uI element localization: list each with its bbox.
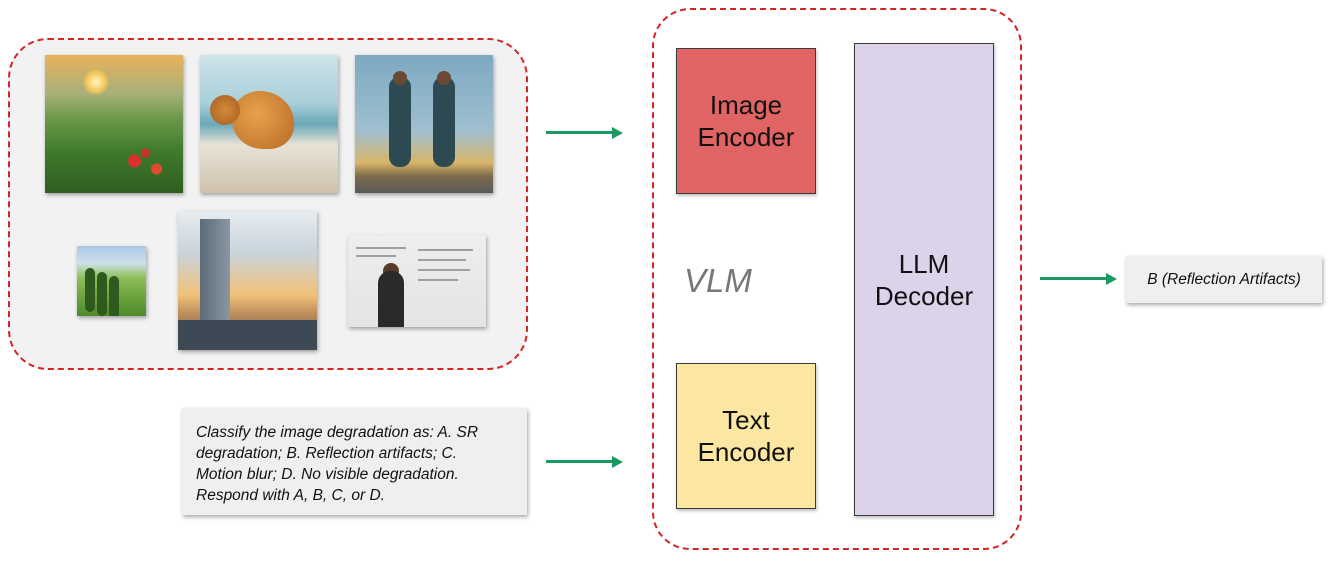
text-encoder-label-1: Text [722,405,770,435]
image-city-skyscraper-window [178,211,317,350]
text-prompt-box: Classify the image degradation as: A. SR… [182,408,527,515]
prompt-line-4: Respond with A, B, C, or D. [196,487,385,504]
vlm-label: VLM [684,262,752,299]
llm-decoder-block: LLM Decoder [854,43,994,516]
image-whiteboard-presenter [348,235,486,327]
image-tuscan-village [77,246,146,316]
image-encoder-block: Image Encoder [676,48,816,194]
image-runners-sunset [355,55,493,193]
prompt-line-3: Motion blur; D. No visible degradation. [196,466,459,483]
arrow-prompt-to-vlm-head [612,455,623,468]
arrow-images-to-vlm-head [612,126,623,139]
output-answer-box: B (Reflection Artifacts) [1126,256,1322,303]
image-landscape-sunset [45,55,183,193]
image-golden-retriever-beach [200,55,338,193]
arrow-vlm-to-output [1040,277,1108,280]
llm-decoder-label-1: LLM [898,248,950,279]
arrow-images-to-vlm [546,131,614,134]
image-encoder-label-2: Encoder [697,122,795,152]
prompt-line-1: Classify the image degradation as: A. SR [196,424,479,441]
llm-decoder-label-2: Decoder [874,280,974,311]
output-answer-text: B (Reflection Artifacts) [1147,270,1301,288]
image-encoder-label-1: Image [709,90,783,120]
arrow-prompt-to-vlm [546,460,614,463]
arrow-vlm-to-output-head [1106,272,1117,285]
prompt-line-2: degradation; B. Reflection artifacts; C. [196,445,458,462]
text-encoder-block: Text Encoder [676,363,816,509]
text-encoder-label-2: Encoder [697,437,795,467]
